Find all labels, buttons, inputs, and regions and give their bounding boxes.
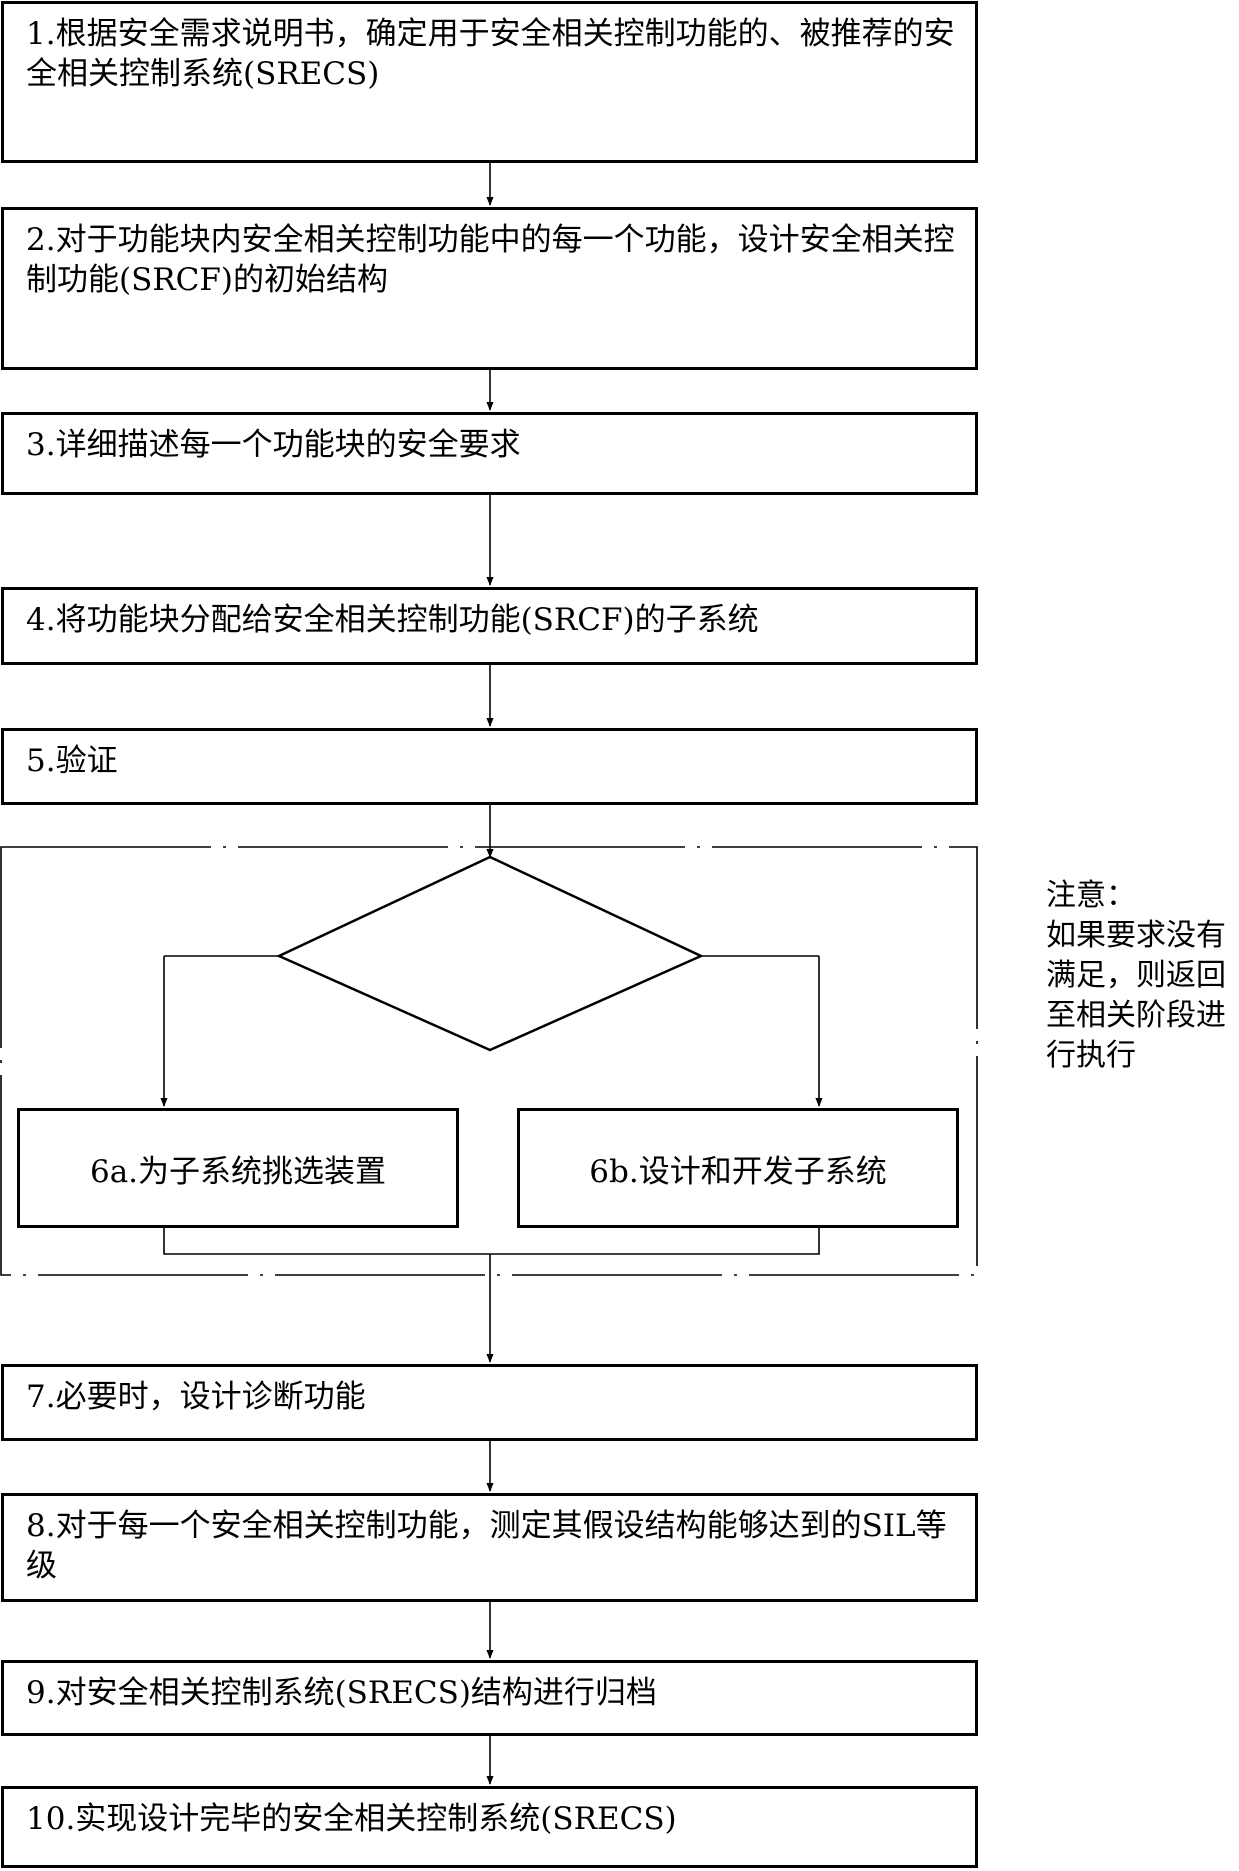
step-8-box: 8.对于每一个安全相关控制功能，测定其假设结构能够达到的SIL等级 [1,1493,978,1602]
side-note: 注意： 如果要求没有满足，则返回至相关阶段进行执行 [1046,876,1236,1076]
step-6a-box: 6a.为子系统挑选装置 [17,1108,459,1228]
note-body: 如果要求没有满足，则返回至相关阶段进行执行 [1046,918,1226,1073]
step-8-text: 8.对于每一个安全相关控制功能，测定其假设结构能够达到的SIL等级 [26,1508,947,1584]
step-5-box: 5.验证 [1,728,978,805]
step-9-box: 9.对安全相关控制系统(SRECS)结构进行归档 [1,1660,978,1736]
step-4-box: 4.将功能块分配给安全相关控制功能(SRCF)的子系统 [1,587,978,665]
step-1-text: 1.根据安全需求说明书，确定用于安全相关控制功能的、被推荐的安全相关控制系统(S… [26,16,955,92]
step-3-text: 3.详细描述每一个功能块的安全要求 [26,427,521,463]
step-5-text: 5.验证 [26,743,118,779]
note-title: 注意： [1046,878,1136,913]
step-1-box: 1.根据安全需求说明书，确定用于安全相关控制功能的、被推荐的安全相关控制系统(S… [1,1,978,163]
step-10-text: 10.实现设计完毕的安全相关控制系统(SRECS) [26,1801,677,1837]
decision-diamond [275,855,705,1052]
step-4-text: 4.将功能块分配给安全相关控制功能(SRCF)的子系统 [26,602,759,638]
step-9-text: 9.对安全相关控制系统(SRECS)结构进行归档 [26,1675,657,1711]
step-6b-box: 6b.设计和开发子系统 [517,1108,959,1228]
step-6a-text: 6a.为子系统挑选装置 [89,1153,387,1190]
region-6-frame [0,846,978,1276]
merge-line [163,1226,820,1255]
step-2-text: 2.对于功能块内安全相关控制功能中的每一个功能，设计安全相关控制功能(SRCF)… [26,222,955,298]
step-7-text: 7.必要时，设计诊断功能 [26,1379,366,1415]
step-2-box: 2.对于功能块内安全相关控制功能中的每一个功能，设计安全相关控制功能(SRCF)… [1,207,978,370]
step-7-box: 7.必要时，设计诊断功能 [1,1364,978,1441]
step-3-box: 3.详细描述每一个功能块的安全要求 [1,412,978,495]
step-10-box: 10.实现设计完毕的安全相关控制系统(SRECS) [1,1786,978,1868]
step-6b-text: 6b.设计和开发子系统 [589,1153,887,1190]
